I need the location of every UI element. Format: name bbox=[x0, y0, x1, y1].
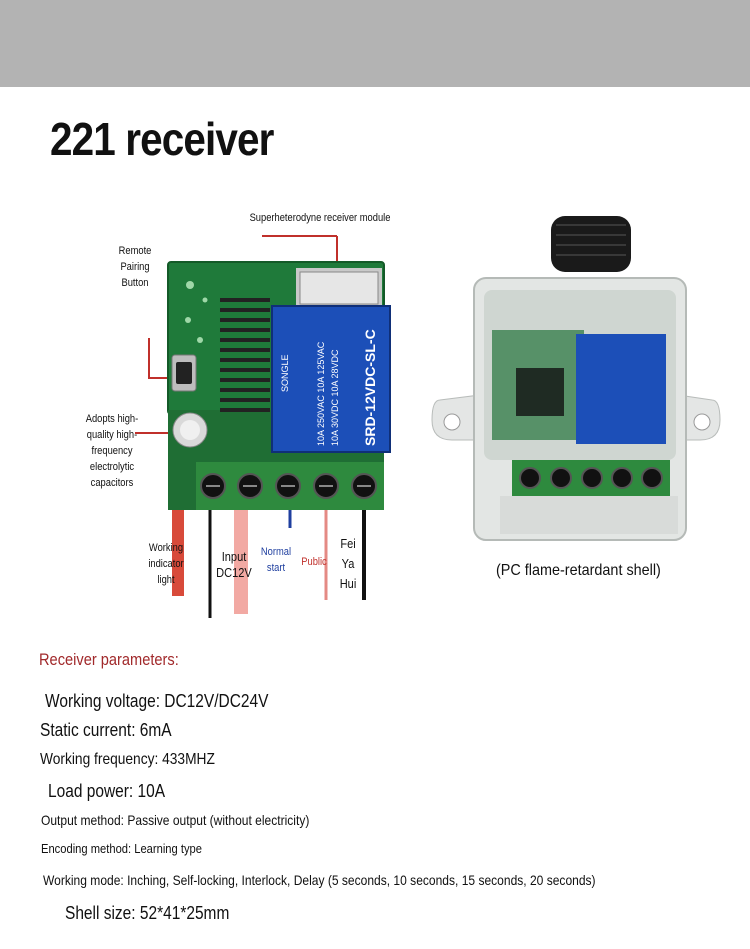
top-banner bbox=[0, 0, 750, 87]
page-title: 221 receiver bbox=[50, 113, 274, 165]
pairing-button-label: Remote Pairing Button bbox=[118, 245, 152, 289]
shell-caption: (PC flame-retardant shell) bbox=[496, 562, 661, 579]
indicator-light-label: Working indicator light bbox=[148, 542, 184, 586]
fei-ya-hui-label: Fei Ya Hui bbox=[339, 536, 357, 591]
param-encoding-method: Encoding method: Learning type bbox=[41, 841, 202, 856]
capacitor-label: Adopts high- quality high- frequency ele… bbox=[85, 413, 139, 489]
param-working-voltage: Working voltage: DC12V/DC24V bbox=[45, 691, 269, 711]
input-dc12v-label: Input DC12V bbox=[216, 549, 252, 580]
param-working-frequency: Working frequency: 433MHZ bbox=[40, 751, 215, 768]
normal-start-label: Normal start bbox=[260, 546, 292, 574]
param-shell-size: Shell size: 52*41*25mm bbox=[65, 903, 230, 923]
parameters-heading: Receiver parameters: bbox=[39, 650, 179, 669]
param-output-method: Output method: Passive output (without e… bbox=[41, 812, 310, 828]
param-static-current: Static current: 6mA bbox=[40, 720, 172, 740]
param-working-mode: Working mode: Inching, Self-locking, Int… bbox=[43, 872, 596, 888]
public-label: Public bbox=[301, 556, 327, 568]
superheterodyne-label: Superheterodyne receiver module bbox=[249, 212, 391, 224]
param-load-power: Load power: 10A bbox=[48, 781, 166, 801]
